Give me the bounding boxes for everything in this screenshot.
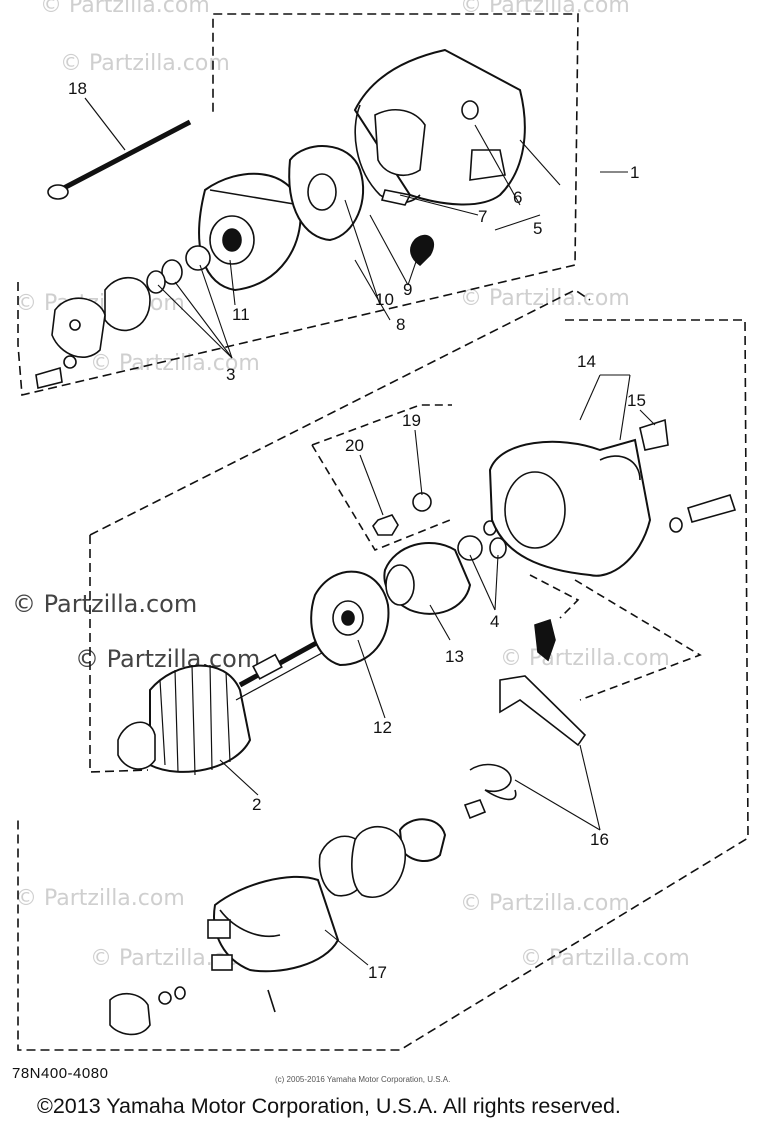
label-9: 9 [403, 280, 412, 299]
label-14: 14 [577, 352, 596, 371]
shift-lever [499, 675, 587, 747]
label-11: 11 [232, 305, 250, 324]
watermarks: © Partzilla.com © Partzilla.com © Partzi… [12, 0, 690, 971]
label-12: 12 [373, 718, 392, 737]
label-7: 7 [478, 207, 487, 226]
label-10: 10 [375, 290, 394, 309]
through-bolt [47, 97, 192, 200]
label-4: 4 [490, 612, 499, 631]
brush-holder-plate [288, 145, 435, 267]
nut-and-washer [372, 492, 432, 536]
group-boundary-bracket-4 [529, 574, 702, 701]
copyright-notice: ©2013 Yamaha Motor Corporation, U.S.A. A… [37, 1094, 621, 1118]
plunger [398, 818, 447, 862]
label-16: 16 [590, 830, 609, 849]
label-2: 2 [252, 795, 261, 814]
label-1: 1 [630, 163, 639, 182]
watermark: © Partzilla.com [460, 286, 630, 311]
label-20: 20 [345, 436, 364, 455]
watermark: © Partzilla.com [500, 646, 670, 671]
part-labels: 18 1 6 7 5 9 10 8 11 3 14 15 19 20 4 13 … [68, 79, 646, 982]
label-3: 3 [226, 365, 235, 384]
watermark-dark: © Partzilla.com [12, 590, 197, 618]
label-6: 6 [513, 188, 522, 207]
solenoid-gaskets [318, 826, 406, 898]
solenoid [109, 875, 340, 1036]
small-copyright: (c) 2005-2016 Yamaha Motor Corporation, … [275, 1075, 451, 1084]
label-8: 8 [396, 315, 405, 334]
label-5: 5 [533, 219, 542, 238]
group-boundary-bracket-19-20 [311, 404, 452, 551]
end-plate [35, 276, 151, 389]
watermark: © Partzilla.com [520, 946, 690, 971]
diagram-code: 78N400-4080 [12, 1065, 109, 1082]
watermark: © Partzilla.com [15, 886, 185, 911]
label-19: 19 [402, 411, 421, 430]
label-17: 17 [368, 963, 387, 982]
group-boundary-upper [17, 13, 579, 396]
watermark-dark: © Partzilla.com [75, 645, 260, 673]
watermark: © Partzilla.com [460, 891, 630, 916]
watermark: © Partzilla.com [60, 51, 230, 76]
label-13: 13 [445, 647, 464, 666]
group-boundary-lower [17, 319, 749, 1051]
drive-end-plate [310, 570, 390, 667]
return-spring [463, 763, 517, 820]
watermark: © Partzilla.com [460, 0, 630, 18]
watermark: © Partzilla.com [40, 0, 210, 18]
label-15: 15 [627, 391, 646, 410]
rear-cover [146, 172, 302, 294]
label-18: 18 [68, 79, 87, 98]
yoke-housing [353, 48, 526, 206]
shift-lever-bracket [534, 618, 556, 662]
group-boundary-middle [89, 289, 591, 773]
front-housing [488, 418, 737, 577]
leader-lines [157, 124, 656, 966]
pinion-clutch [383, 520, 507, 615]
